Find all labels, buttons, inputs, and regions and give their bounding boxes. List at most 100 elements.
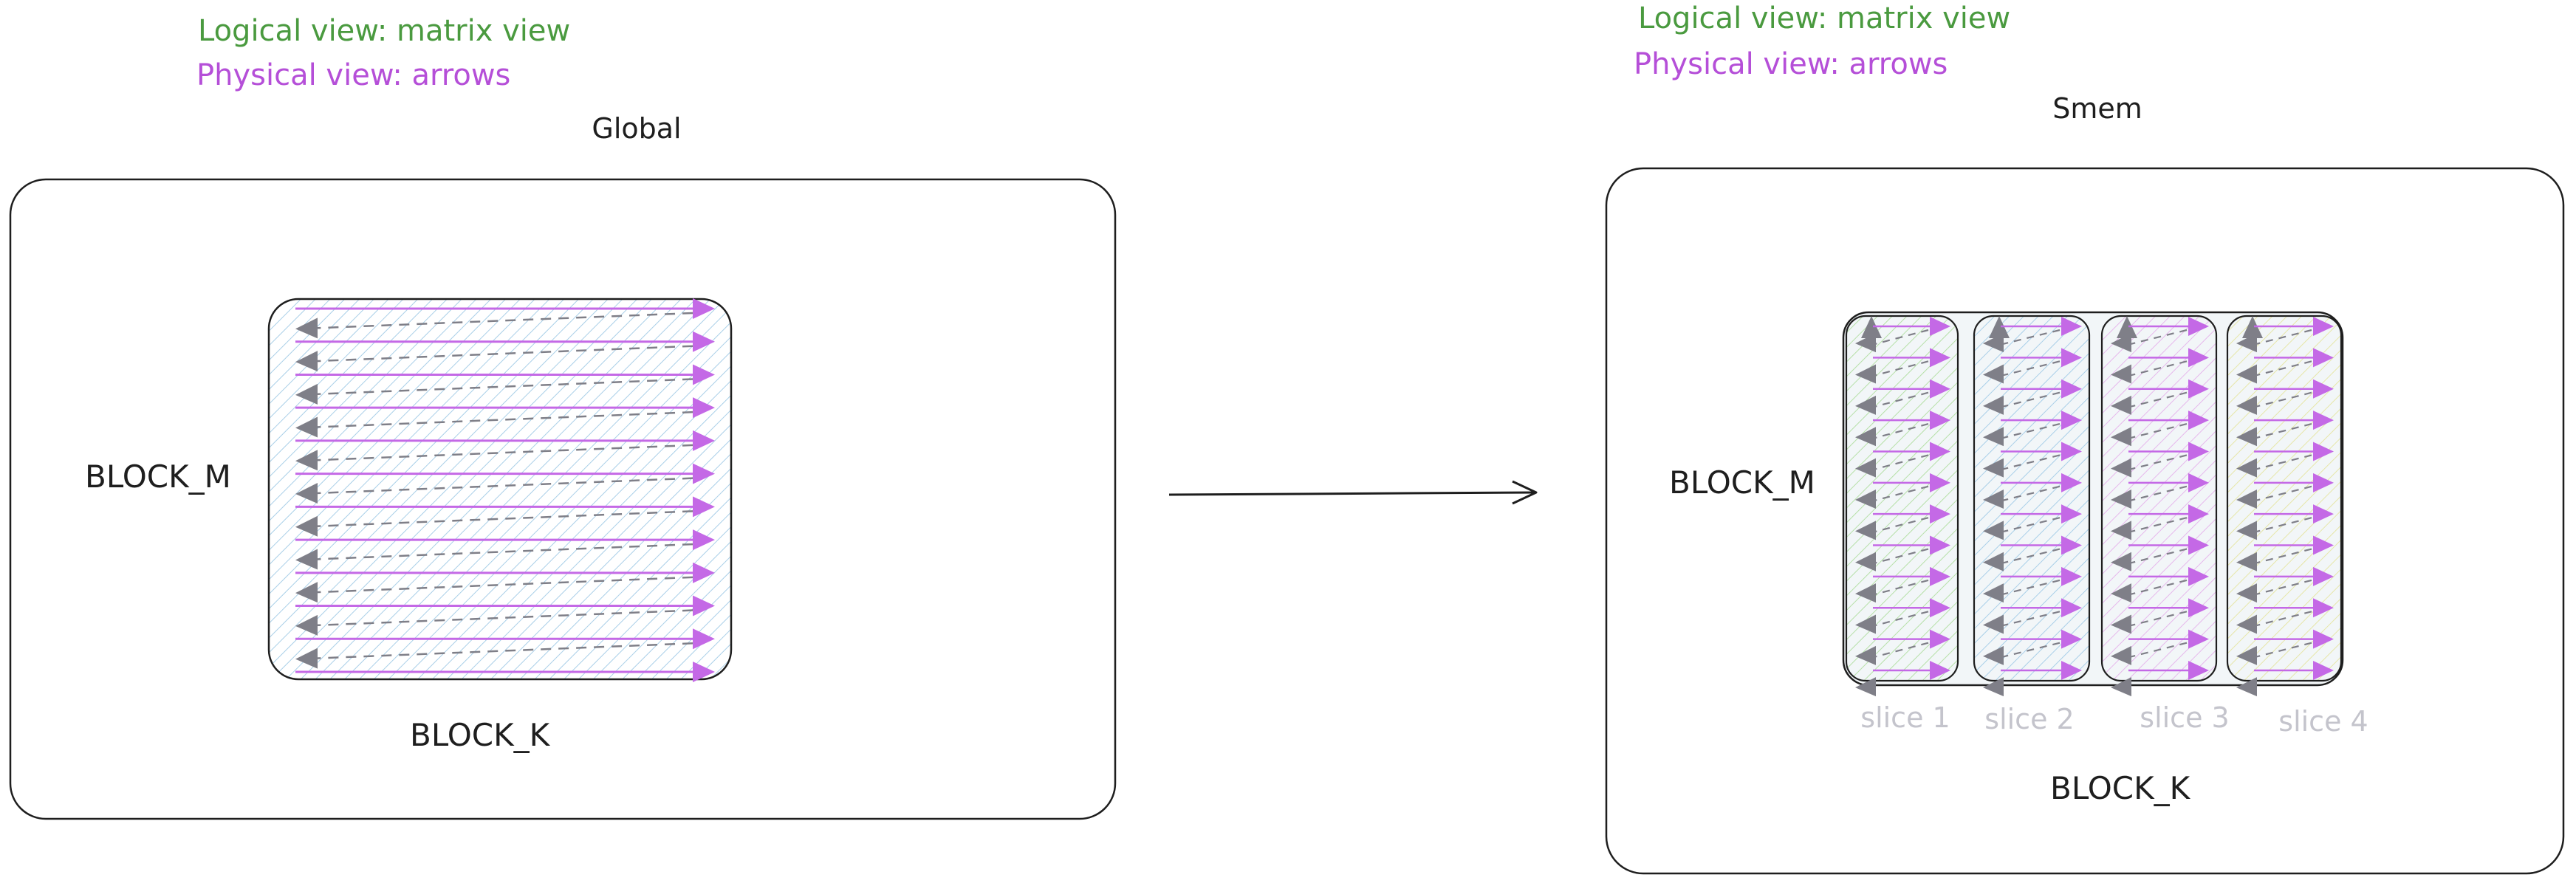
smem-return-arrowhead	[2111, 490, 2131, 509]
smem-return-arrowhead	[2236, 552, 2257, 571]
smem-return-line	[2255, 454, 2312, 470]
global-return-arrowhead	[295, 483, 318, 504]
smem-panel: Logical view: matrix view Physical view:…	[1605, 1, 2565, 875]
smem-return-arrowhead	[1855, 583, 1876, 603]
global-row-arrowhead	[693, 529, 715, 551]
smem-return-line	[1874, 329, 1929, 346]
smem-row-arrowhead	[1930, 504, 1950, 524]
slice-2-border	[1973, 315, 2091, 682]
slice-label-3: slice 3	[2140, 701, 2229, 734]
smem-block-m-label: BLOCK_M	[1669, 464, 1815, 501]
smem-return-arrowhead	[1855, 364, 1876, 384]
smem-return-line	[1874, 485, 1929, 502]
smem-slices	[1845, 315, 2343, 697]
smem-return-arrowhead	[1983, 521, 2004, 540]
smem-return-line	[2255, 329, 2312, 346]
smem-row-arrowhead	[1930, 473, 1950, 492]
smem-row-arrowhead	[2313, 598, 2334, 618]
smem-return-line	[1874, 454, 1929, 470]
smem-return-line	[2001, 642, 2061, 658]
smem-return-arrowhead	[2111, 614, 2131, 634]
smem-return-arrowhead	[1983, 583, 2004, 603]
global-return-arrowhead	[295, 582, 318, 603]
global-return-arrowhead	[295, 317, 318, 339]
smem-row-arrowhead	[2188, 379, 2209, 399]
smem-row-arrowhead	[1930, 661, 1950, 680]
arrow-right-icon	[1168, 480, 1538, 505]
smem-return-line	[2129, 423, 2188, 439]
smem-return-arrowhead	[1983, 395, 2004, 415]
global-return-line	[315, 444, 693, 461]
smem-return-arrowhead	[2111, 645, 2131, 665]
smem-row-arrowhead	[2188, 566, 2209, 586]
smem-row-arrowhead	[2313, 566, 2334, 586]
smem-return-arrowhead	[2236, 490, 2257, 509]
smem-return-line	[2129, 642, 2188, 658]
smem-return-line	[2255, 642, 2312, 658]
smem-row-arrowhead	[2313, 379, 2334, 399]
smem-row-arrowhead	[2313, 504, 2334, 524]
smem-return-line	[1874, 423, 1929, 439]
smem-return-arrowhead	[2111, 458, 2131, 478]
smem-row-arrowhead	[2188, 535, 2209, 555]
global-title: Global	[592, 112, 681, 145]
global-row-arrowhead	[693, 331, 715, 352]
smem-return-arrowhead	[2111, 427, 2131, 447]
smem-return-arrowhead	[2111, 552, 2131, 571]
slice-label-1: slice 1	[1860, 701, 1950, 734]
smem-return-arrowhead	[2111, 333, 2131, 353]
smem-row-arrowhead	[2061, 348, 2082, 368]
global-return-line	[315, 609, 693, 627]
smem-return-arrowhead	[2111, 364, 2131, 384]
smem-return-arrowhead	[2236, 333, 2257, 353]
global-return-line	[315, 642, 693, 659]
global-matrix-hatch	[269, 299, 731, 679]
smem-row-arrowhead	[2188, 473, 2209, 492]
global-row-arrowhead	[693, 430, 715, 451]
global-row-arrowhead	[693, 496, 715, 518]
smem-return-arrowhead	[1855, 427, 1876, 447]
smem-return-line	[1874, 642, 1929, 658]
smem-row-arrowhead	[1930, 535, 1950, 555]
smem-return-line	[2129, 360, 2188, 377]
smem-return-arrowhead	[2111, 395, 2131, 415]
smem-return-line	[2129, 485, 2188, 502]
smem-return-line	[2255, 485, 2312, 502]
slice-4-border	[2226, 315, 2343, 682]
smem-row-arrowhead	[2061, 473, 2082, 492]
smem-return-line	[2255, 579, 2312, 596]
global-return-arrowhead	[295, 614, 318, 636]
global-return-arrowhead	[295, 383, 318, 405]
global-return-arrowhead	[295, 351, 318, 372]
smem-row-arrowhead	[2188, 411, 2209, 430]
smem-return-line	[2129, 548, 2188, 564]
smem-return-arrowhead	[2111, 583, 2131, 603]
global-return-line	[315, 543, 693, 560]
smem-row-arrowhead	[1930, 629, 1950, 649]
smem-row-arrowhead	[1930, 348, 1950, 368]
smem-return-line	[2129, 329, 2188, 346]
global-panel: Logical view: matrix view Physical view:…	[9, 14, 1117, 820]
smem-return-line	[2001, 454, 2061, 470]
smem-return-line	[1874, 611, 1929, 627]
smem-row-arrowhead	[2061, 566, 2082, 586]
smem-row-arrowhead	[2313, 317, 2334, 336]
smem-return-line	[2001, 517, 2061, 533]
smem-return-line	[2255, 391, 2312, 408]
global-return-line	[315, 477, 693, 495]
smem-return-arrowhead	[1855, 521, 1876, 540]
smem-legend-logical: Logical view: matrix view	[1638, 1, 2010, 35]
smem-row-arrowhead	[2313, 629, 2334, 649]
smem-return-line	[1874, 360, 1929, 377]
smem-return-arrowhead	[1855, 677, 1876, 697]
smem-row-arrowhead	[2188, 598, 2209, 618]
global-row-arrowhead	[693, 397, 715, 419]
smem-title: Smem	[2052, 92, 2142, 125]
global-row-arrowhead	[693, 298, 715, 319]
smem-return-arrowhead	[1855, 645, 1876, 665]
smem-return-line	[1874, 548, 1929, 564]
smem-return-line	[2001, 329, 2061, 346]
smem-return-line	[2001, 548, 2061, 564]
smem-return-arrowhead	[2111, 521, 2131, 540]
smem-return-arrowhead	[1855, 395, 1876, 415]
